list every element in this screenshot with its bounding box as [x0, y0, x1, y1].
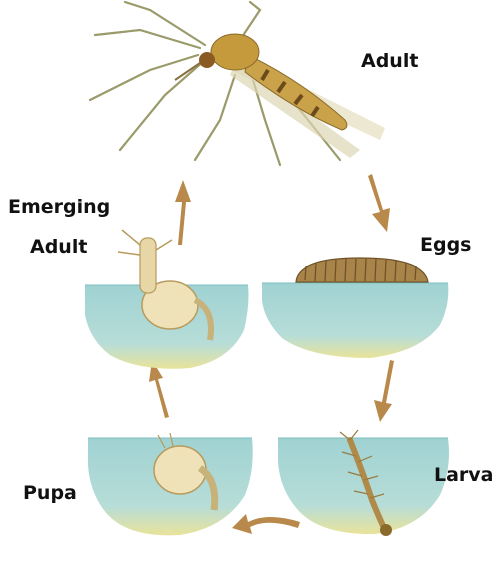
pupa-label: Pupa	[23, 484, 77, 503]
larva-panel	[278, 430, 449, 536]
pupa-panel	[88, 433, 253, 535]
eggs-label: Eggs	[420, 236, 472, 255]
eggs-panel	[262, 258, 448, 358]
adult-label: Adult	[361, 52, 418, 71]
emerging-adult-panel	[85, 230, 249, 369]
adult-mosquito-illustration	[90, 2, 385, 165]
larva-label: Larva	[434, 466, 494, 485]
emerging-adult-label-line2: Adult	[30, 238, 87, 257]
emerging-adult-label-line1: Emerging	[8, 198, 110, 217]
